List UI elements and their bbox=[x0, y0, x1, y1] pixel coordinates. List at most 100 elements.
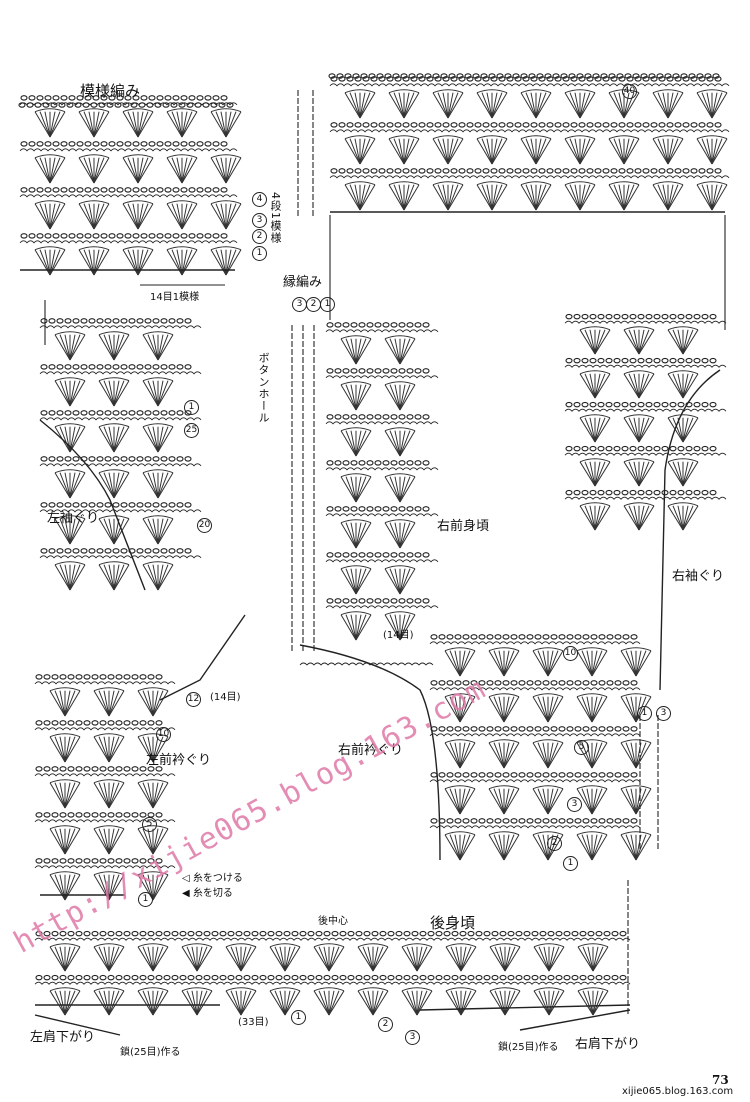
right-front-lower-stitches bbox=[574, 634, 582, 640]
right-front-stitches bbox=[345, 430, 357, 457]
left-armhole-stitches bbox=[136, 410, 144, 416]
right-front-lower-stitches bbox=[591, 696, 608, 723]
swatch-stitches bbox=[196, 187, 204, 193]
left-armhole-stitches bbox=[184, 456, 192, 462]
right-front-stitches bbox=[340, 519, 372, 524]
swatch-stitches bbox=[180, 233, 188, 239]
right-front-stitches bbox=[384, 473, 416, 478]
right-armhole-stitches bbox=[613, 489, 621, 496]
back-body-stitches bbox=[515, 930, 523, 937]
left-front-stitches bbox=[155, 812, 163, 818]
right-front-stitches bbox=[350, 414, 358, 420]
right-front-lower-stitches bbox=[446, 634, 454, 640]
top-panel-stitches bbox=[362, 76, 370, 82]
left-front-stitches bbox=[35, 812, 43, 818]
top-panel-stitches bbox=[706, 168, 714, 174]
right-front-stitches bbox=[382, 368, 390, 374]
row-marker-right_side-1: 1 bbox=[637, 706, 652, 721]
right-front-stitches bbox=[422, 506, 430, 512]
swatch-stitches bbox=[215, 157, 227, 184]
top-panel-stitches bbox=[447, 92, 464, 119]
right-front-lower-stitches bbox=[532, 647, 564, 652]
top-panel-stitches bbox=[432, 135, 464, 140]
left-front-stitches bbox=[99, 812, 107, 818]
left-front-stitches bbox=[139, 720, 147, 726]
back-body-stitches bbox=[531, 974, 539, 981]
top-panel-stitches bbox=[394, 76, 402, 82]
back-body-stitches bbox=[460, 946, 477, 972]
right-front-lower-stitches bbox=[446, 680, 454, 686]
right-front-stitches bbox=[414, 322, 422, 328]
right-front-lower-stitches bbox=[502, 634, 510, 640]
right-front-lower-stitches bbox=[558, 726, 566, 732]
right-front-stitches bbox=[350, 552, 358, 558]
top-panel-stitches bbox=[538, 76, 546, 82]
swatch-stitches bbox=[212, 141, 220, 147]
back-body-stitches bbox=[196, 946, 208, 972]
row-marker-right_front-1: 1 bbox=[563, 856, 578, 871]
back-body-stitches bbox=[307, 974, 315, 981]
right-front-stitches bbox=[398, 414, 406, 420]
right-front-stitches bbox=[390, 414, 398, 420]
left-armhole-stitches bbox=[113, 426, 125, 453]
swatch-stitches bbox=[225, 111, 237, 138]
right-front-lower-stitches bbox=[493, 696, 505, 723]
left-armhole-stitches bbox=[147, 564, 159, 591]
back-body-stitches bbox=[539, 974, 547, 981]
swatch-stitches bbox=[148, 141, 156, 147]
swatch-stitches bbox=[225, 157, 237, 184]
back-body-stitches bbox=[64, 946, 81, 972]
right-front-lower-stitches bbox=[534, 726, 542, 732]
right-front-stitches bbox=[390, 460, 398, 466]
right-armhole-stitches bbox=[629, 489, 637, 496]
swatch-stitches bbox=[137, 203, 154, 230]
left-armhole-stitches bbox=[80, 548, 88, 554]
left-armhole-stitches bbox=[157, 380, 174, 407]
back-body-stitches bbox=[147, 974, 155, 981]
left-armhole-stitches bbox=[128, 410, 136, 416]
right-front-lower-stitches bbox=[598, 634, 606, 640]
right-armhole-stitches bbox=[584, 461, 596, 487]
right-armhole-stitches bbox=[581, 401, 589, 408]
right-front-stitches bbox=[355, 476, 372, 503]
right-armhole-stitches bbox=[661, 357, 669, 364]
top-panel-stitches bbox=[667, 92, 684, 119]
swatch-stitches bbox=[66, 102, 74, 108]
swatch-stitches bbox=[148, 187, 156, 193]
right-armhole-stitches bbox=[581, 489, 589, 496]
right-front-stitches bbox=[382, 598, 390, 604]
left-armhole-stitches bbox=[96, 456, 104, 462]
back-body-stitches bbox=[186, 946, 198, 972]
swatch-stitches bbox=[19, 240, 238, 244]
swatch-stitches bbox=[28, 95, 36, 101]
back-body-stitches bbox=[196, 990, 208, 1016]
left-armhole-stitches bbox=[69, 380, 81, 407]
back-body-stitches bbox=[235, 974, 243, 981]
top-panel-stitches bbox=[498, 122, 506, 128]
top-panel-stitches bbox=[618, 76, 626, 82]
right-front-lower-stitches bbox=[462, 772, 470, 778]
right-front-stitches bbox=[366, 598, 374, 604]
left-front-stitches bbox=[49, 687, 81, 692]
rows-per-repeat-label: 4段1模様 bbox=[269, 192, 282, 244]
right-front-lower-stitches bbox=[550, 680, 558, 686]
right-armhole-stitches bbox=[565, 357, 573, 364]
left-armhole-stitches bbox=[56, 502, 64, 508]
right-front-stitches bbox=[350, 368, 358, 374]
left-armhole-stitches bbox=[54, 331, 86, 336]
back-body-stitches bbox=[411, 930, 419, 937]
top-panel-stitches bbox=[714, 122, 722, 128]
top-panel-stitches bbox=[525, 138, 537, 165]
left-front-stitches bbox=[131, 766, 139, 772]
top-panel-stitches bbox=[579, 138, 596, 165]
swatch-stitches bbox=[188, 187, 196, 193]
top-panel-stitches bbox=[338, 168, 346, 174]
right-front-stitches bbox=[398, 460, 406, 466]
left-armhole-stitches bbox=[142, 469, 174, 474]
top-panel-stitches bbox=[570, 122, 578, 128]
swatch-stitches bbox=[127, 111, 139, 138]
swatch-stitches bbox=[100, 233, 108, 239]
back-body-stitches bbox=[548, 990, 565, 1016]
back-body-stitches bbox=[531, 930, 539, 937]
top-panel-stitches bbox=[520, 89, 552, 94]
